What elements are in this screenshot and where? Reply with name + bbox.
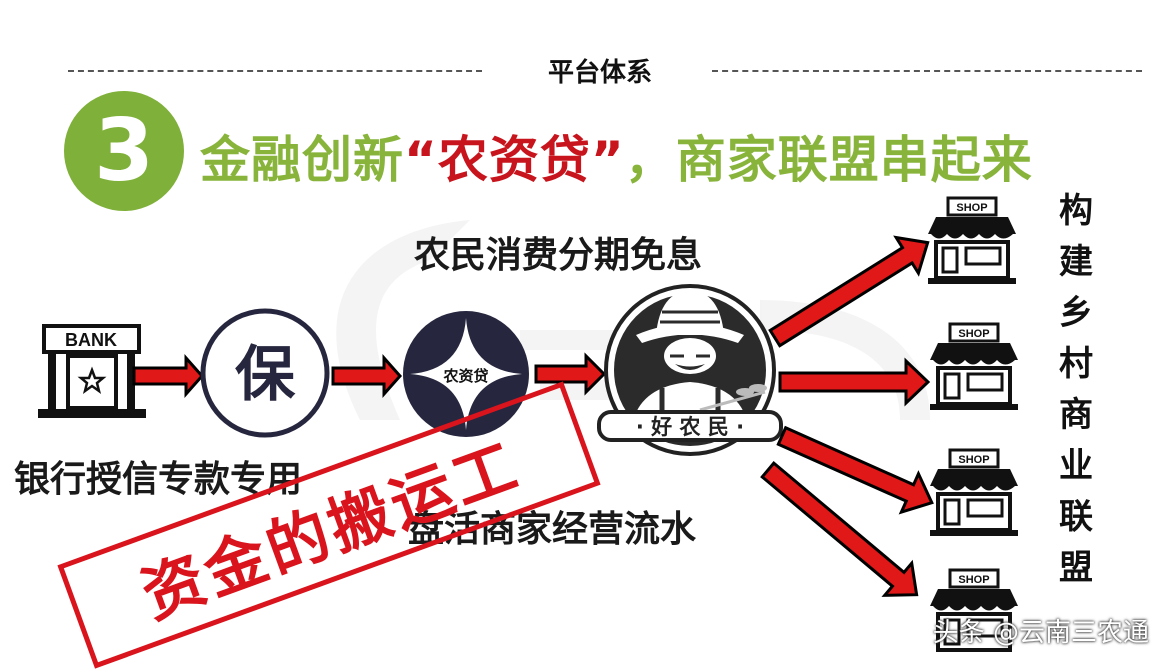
arrow-to-shop-1 [768,235,930,348]
guarantee-icon: 保 [200,308,330,438]
vertical-char: 构 [1059,191,1093,231]
svg-text:SHOP: SHOP [958,454,989,466]
headline-part3: ，商家联盟串起来 [624,131,1033,189]
header-divider-right [712,70,1142,72]
shop-icon-4: SHOP [930,568,1018,652]
branch-arrows [760,235,934,597]
headline-product: “农资贷” [404,131,625,189]
vertical-char: 乡 [1059,293,1093,333]
section-number-badge: 3 [64,91,184,211]
arrow-to-shop-2 [778,357,931,407]
shop-icon-2: SHOP [930,322,1018,410]
svg-text:SHOP: SHOP [956,202,987,214]
vertical-char: 盟 [1059,548,1093,588]
svg-text:SHOP: SHOP [958,574,989,586]
shop-icon-3: SHOP [930,448,1018,536]
bank-icon: BANK [38,324,146,418]
vertical-char: 业 [1059,446,1093,486]
bank-credit-label: 银行授信专款专用 [14,459,303,500]
arrow-to-shop-3 [776,425,934,515]
bank-sign-text: BANK [65,330,117,350]
shop-icon-1: SHOP [928,196,1016,284]
arrow-guarantee-to-loan [331,354,403,398]
header-title: 平台体系 [547,58,652,88]
vertical-char: 建 [1059,242,1093,282]
headline-part1: 金融创新 [200,131,404,189]
headline: 金融创新“农资贷”，商家联盟串起来 [200,120,1033,192]
loan-label: 农资贷 [442,367,488,385]
arrow-bank-to-guarantee [132,354,205,398]
arrow-to-shop-4 [760,460,919,597]
merchant-flow-label: 盘活商家经营流水 [408,509,697,550]
loan-coin-icon: 农资贷 [403,311,529,437]
arrow-loan-to-farmer [534,352,607,396]
source-watermark: 头条 @云南三农通 [932,618,1149,648]
rural-alliance-vertical-text: 构 建 乡 村 商 业 联 盟 [1050,186,1102,594]
svg-text:SHOP: SHOP [958,328,989,340]
guarantee-char: 保 [235,340,296,410]
farmer-installment-label: 农民消费分期免息 [414,235,703,276]
vertical-char: 村 [1059,344,1093,384]
vertical-char: 联 [1059,497,1093,537]
farmer-icon: · 好 农 民 · [597,284,783,456]
farmer-badge-text: · 好 农 民 · [636,415,744,439]
vertical-char: 商 [1059,395,1093,435]
header-divider-left [68,70,482,72]
